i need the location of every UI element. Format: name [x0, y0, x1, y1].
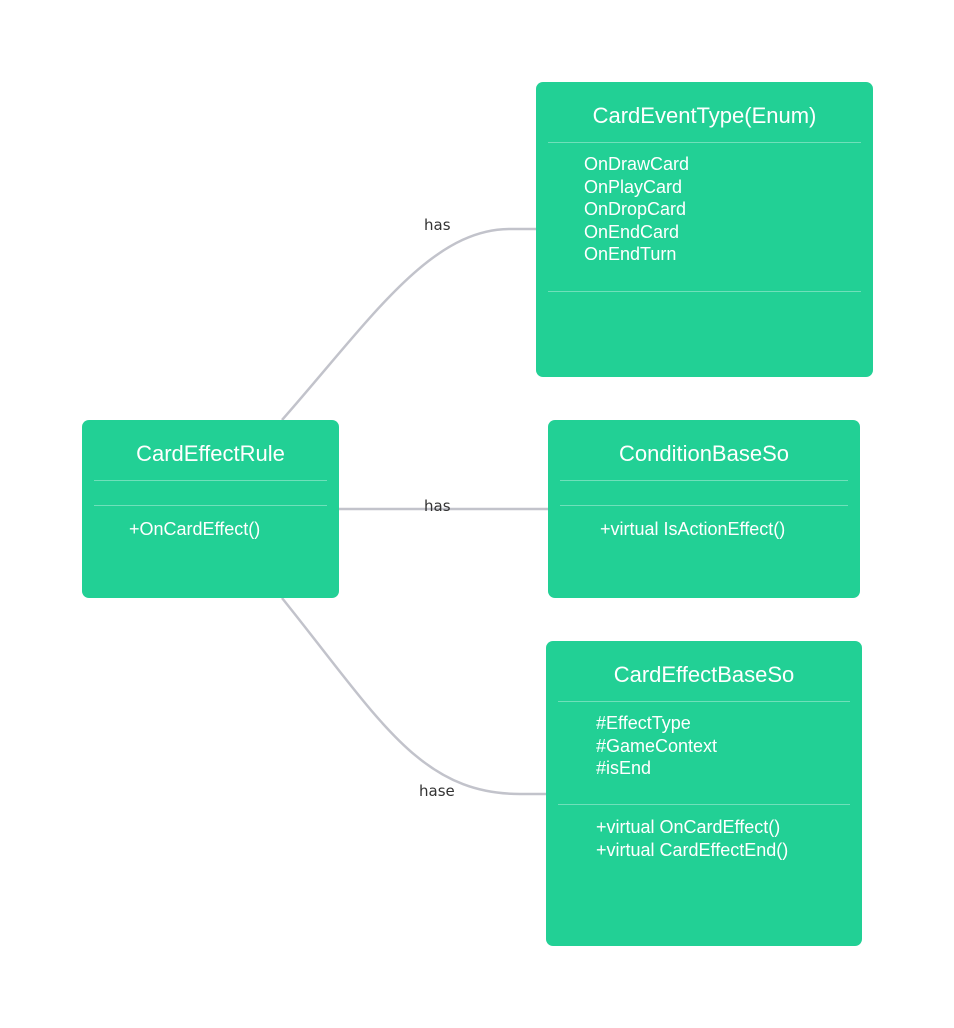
class-divider — [560, 480, 848, 481]
method-list: +OnCardEffect() — [129, 518, 260, 541]
class-divider — [94, 505, 327, 506]
enum-value: OnEndCard — [584, 221, 680, 242]
edge-label-hase-effect-base: hase — [419, 782, 455, 800]
class-condition-base-so[interactable]: ConditionBaseSo +virtual IsActionEffect(… — [548, 420, 860, 598]
class-title: ConditionBaseSo — [618, 441, 789, 466]
class-title: CardEffectBaseSo — [613, 662, 795, 687]
class-card-effect-base-so[interactable]: CardEffectBaseSo #EffectType #GameContex… — [546, 641, 862, 946]
attribute-list: OnDrawCard OnPlayCard OnDropCard OnEndCa… — [584, 153, 689, 266]
edge-label-has-condition: has — [424, 497, 451, 515]
connector-rule-to-effect-base — [281, 597, 546, 796]
method-list: +virtual OnCardEffect() +virtual CardEff… — [596, 816, 788, 861]
enum-value: OnDrawCard — [584, 154, 690, 174]
class-divider — [558, 804, 850, 805]
class-divider — [560, 505, 848, 506]
method-list: +virtual IsActionEffect() — [600, 518, 785, 541]
class-divider — [558, 701, 850, 702]
class-divider — [94, 480, 327, 481]
attribute-list: #EffectType #GameContext #isEnd — [596, 712, 717, 780]
attribute-item: #GameContext — [596, 735, 718, 756]
method-item: +virtual OnCardEffect() — [596, 817, 781, 837]
method-item: +virtual CardEffectEnd() — [596, 839, 789, 860]
method-item: +OnCardEffect() — [129, 519, 261, 539]
enum-value: OnDropCard — [584, 199, 687, 220]
attribute-item: #EffectType — [596, 713, 691, 733]
enum-value: OnEndTurn — [584, 244, 677, 265]
class-card-effect-rule[interactable]: CardEffectRule +OnCardEffect() — [82, 420, 339, 598]
class-divider — [548, 142, 861, 143]
class-card-event-type[interactable]: CardEventType(Enum) OnDrawCard OnPlayCar… — [536, 82, 873, 377]
attribute-item: #isEnd — [596, 758, 652, 779]
enum-value: OnPlayCard — [584, 176, 683, 197]
class-title: CardEffectRule — [136, 441, 285, 466]
class-title: CardEventType(Enum) — [592, 103, 817, 128]
method-item: +virtual IsActionEffect() — [600, 519, 786, 539]
connector-rule-to-event-type — [281, 227, 536, 421]
edge-label-has-event-type: has — [424, 216, 451, 234]
class-divider — [548, 291, 861, 292]
